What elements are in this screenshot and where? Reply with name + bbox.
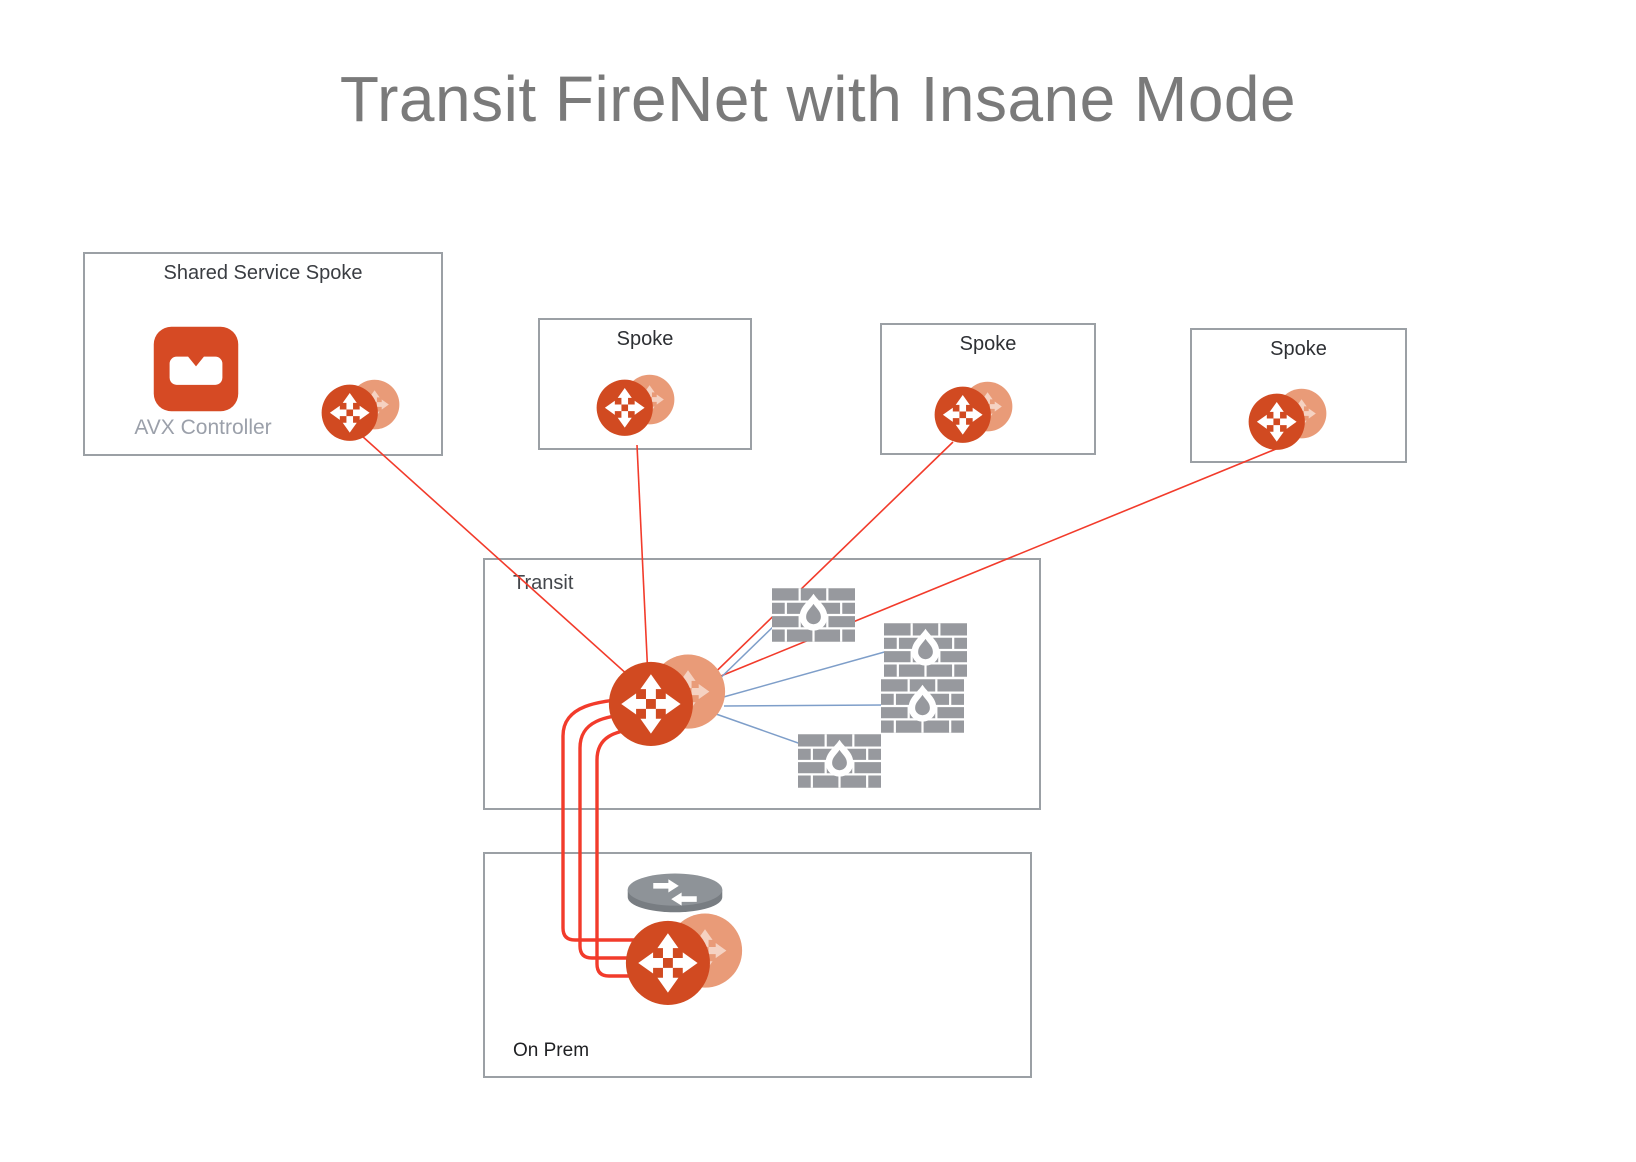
spoke-box-2: Spoke: [880, 323, 1096, 455]
shared-service-spoke-label: Shared Service Spoke: [163, 262, 363, 284]
avx-controller-label: AVX Controller: [134, 416, 272, 439]
transit-box: Transit: [483, 558, 1041, 810]
transit-label: Transit: [513, 572, 574, 594]
diagram-title: Transit FireNet with Insane Mode: [339, 63, 1297, 135]
spoke-box-3: Spoke: [1190, 328, 1407, 463]
on-prem-box: On Prem: [483, 852, 1032, 1078]
spoke-3-label: Spoke: [1270, 338, 1327, 360]
spoke-1-label: Spoke: [616, 328, 674, 350]
spoke-box-1: Spoke: [538, 318, 752, 450]
on-prem-label: On Prem: [513, 1040, 590, 1061]
shared-service-spoke-box: Shared Service Spoke: [83, 252, 443, 456]
spoke-2-label: Spoke: [959, 333, 1017, 355]
